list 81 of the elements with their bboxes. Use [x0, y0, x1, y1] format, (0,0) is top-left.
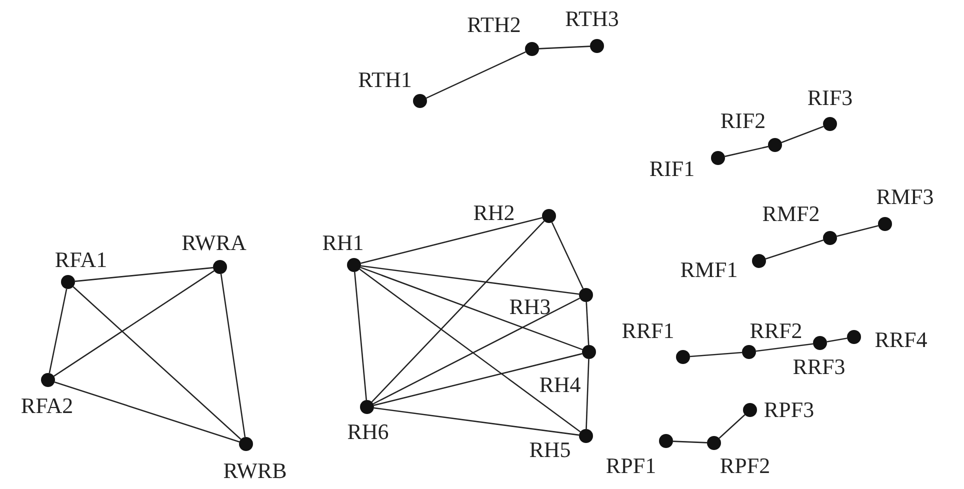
graph-vertex	[676, 350, 690, 364]
graph-vertex	[823, 117, 837, 131]
graph-vertex	[582, 345, 596, 359]
connector-line	[426, 51, 526, 99]
connector-line	[220, 274, 246, 438]
connector-line	[826, 338, 848, 342]
connector-line	[690, 352, 742, 358]
graph-vertex	[752, 254, 766, 268]
vertex-label: RIF3	[807, 87, 853, 109]
graph-vertex	[742, 345, 756, 359]
vertex-label: RH1	[322, 232, 364, 254]
connector-line	[538, 46, 590, 50]
vertex-label: RRF4	[874, 329, 928, 351]
connector-line	[360, 265, 580, 295]
connector-line	[360, 266, 583, 350]
vertex-label: RWRB	[223, 460, 287, 482]
vertex-label: RTH1	[358, 69, 412, 91]
vertex-label: RH3	[509, 296, 551, 318]
vertex-label: RIF2	[720, 110, 766, 132]
vertex-label: RPF2	[720, 455, 770, 477]
connector-line	[551, 222, 584, 289]
vertex-label: RH6	[347, 421, 389, 443]
graph-vertex	[768, 138, 782, 152]
graph-vertex	[525, 42, 539, 56]
connector-line	[672, 440, 708, 444]
vertex-label: RMF1	[680, 259, 738, 281]
graph-vertex	[579, 429, 593, 443]
graph-vertex	[213, 260, 227, 274]
connector-line	[756, 343, 814, 352]
connector-line	[836, 225, 878, 237]
graph-vertex	[847, 330, 861, 344]
connector-line	[48, 288, 68, 374]
graph-vertex	[659, 434, 673, 448]
vertex-label: RFA1	[54, 249, 108, 271]
connector-line	[54, 270, 214, 377]
graph-vertex	[347, 258, 361, 272]
connector-line	[718, 414, 746, 439]
graph-vertex	[813, 336, 827, 350]
connector-line	[372, 298, 580, 404]
graph-vertex	[61, 275, 75, 289]
vertex-label: RRF1	[622, 320, 674, 342]
connector-line	[54, 382, 240, 442]
connector-line	[765, 240, 824, 260]
vertex-label: RWRA	[182, 232, 246, 254]
graph-vertex	[590, 39, 604, 53]
graph-vertex	[711, 151, 725, 165]
connector-line	[72, 286, 242, 440]
graph-vertex	[413, 94, 427, 108]
connector-line	[781, 126, 824, 144]
graph-vertex	[579, 288, 593, 302]
graph-vertex	[823, 231, 837, 245]
vertex-label: RPF3	[764, 399, 814, 421]
vertex-label: RMF3	[876, 186, 934, 208]
connector-line	[374, 407, 580, 436]
graph-vertex	[239, 437, 253, 451]
graph-vertex	[360, 400, 374, 414]
connector-line	[354, 272, 367, 400]
vertex-label: RRF2	[750, 320, 802, 342]
connector-line	[371, 220, 545, 402]
connector-line	[74, 267, 214, 282]
graph-vertex	[707, 436, 721, 450]
vertex-label: RTH2	[467, 14, 521, 36]
connector-line	[586, 302, 590, 346]
connector-line	[359, 268, 581, 432]
graph-vertex	[41, 373, 55, 387]
vertex-label: RH4	[539, 374, 581, 396]
connector-line	[360, 217, 542, 264]
vertex-label: RH5	[529, 439, 571, 461]
vertex-label: RFA2	[20, 395, 74, 417]
connector-line	[586, 358, 590, 430]
graph-vertex	[542, 209, 556, 223]
vertex-label: RRF3	[792, 356, 846, 378]
connector-line	[724, 146, 768, 158]
vertex-label: RIF1	[649, 158, 695, 180]
vertex-label: RH2	[473, 202, 515, 224]
vertex-label: RTH3	[565, 8, 619, 30]
graph-vertex	[878, 217, 892, 231]
vertex-label: RMF2	[762, 203, 820, 225]
vertex-label: RPF1	[606, 455, 656, 477]
graph-vertex	[743, 403, 757, 417]
connector-line	[374, 353, 582, 406]
